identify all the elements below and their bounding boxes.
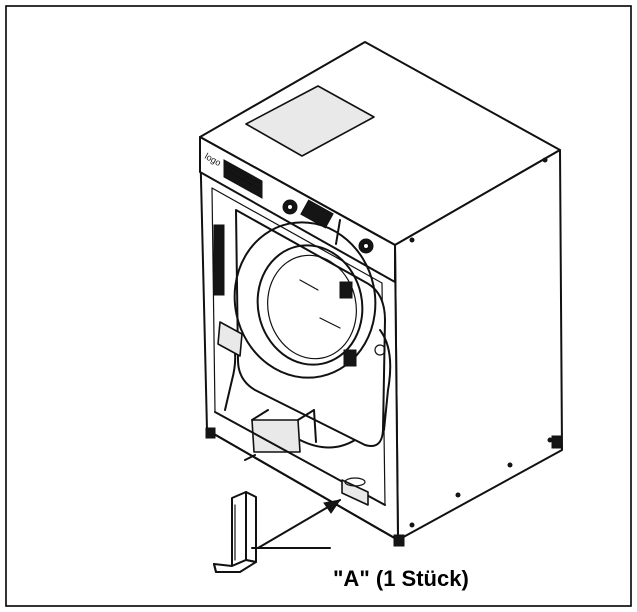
machine-base [205, 411, 563, 547]
internal-parts [217, 321, 392, 461]
side-screws [409, 157, 553, 528]
washing-machine-icon: logo [199, 41, 563, 547]
part-label: "A" (1 Stück) [333, 566, 469, 591]
control-panel-details: logo [203, 151, 374, 254]
door-hinges [213, 224, 357, 367]
door-window [233, 221, 377, 379]
top-panel [245, 85, 375, 157]
front-door-panel [235, 209, 386, 447]
bracket-part-icon [213, 491, 257, 573]
figure-border [5, 5, 632, 607]
leader-arrow [257, 499, 342, 549]
